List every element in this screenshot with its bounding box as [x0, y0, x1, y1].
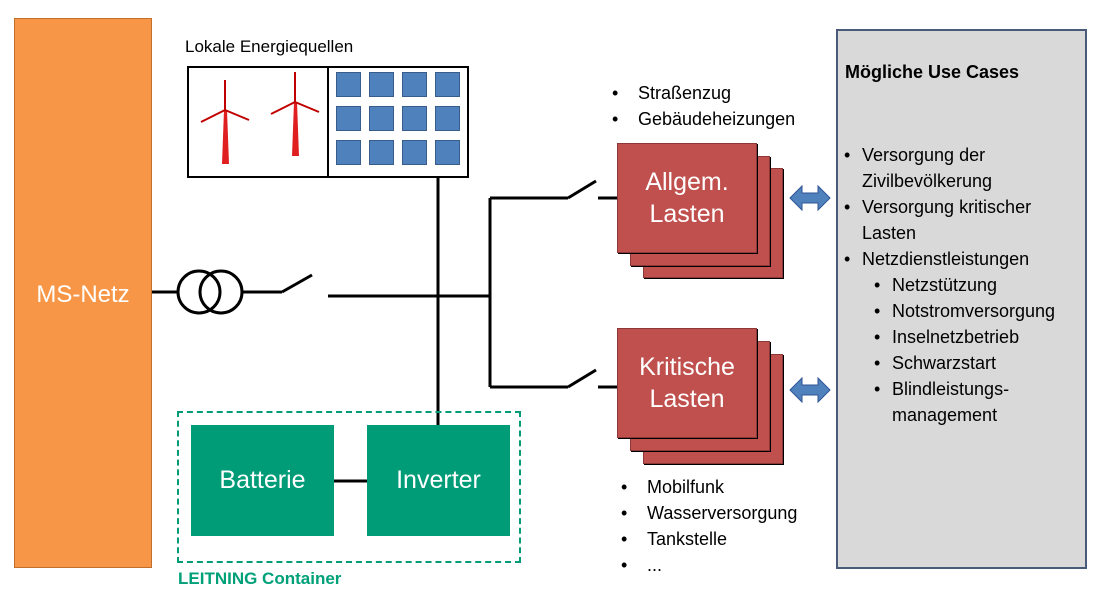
critical-loads-label-line1: Kritische	[639, 353, 735, 381]
list-item: Straßenzug	[606, 80, 795, 106]
solar-cell	[369, 106, 394, 131]
container-label: LEITNING Container	[178, 569, 342, 588]
use-case-line: Lasten	[862, 223, 917, 243]
solar-cell	[435, 106, 460, 131]
use-case-line: Zivilbevölkerung	[862, 171, 993, 191]
solar-cell	[435, 140, 460, 165]
transformer-coil-left	[176, 269, 222, 315]
use-case-subitem: Notstromversorgung	[844, 298, 1084, 324]
use-case-subitem: Blindleistungs- management	[844, 376, 1084, 428]
use-case-line: Netzdienstleistungen	[862, 249, 1030, 269]
general-loads-examples: Straßenzug Gebäudeheizungen	[606, 80, 795, 132]
use-case-line: Versorgung kritischer	[862, 197, 1032, 217]
list-item: Wasserversorgung	[615, 500, 797, 526]
solar-cell	[435, 72, 460, 97]
list-item: Gebäudeheizungen	[606, 106, 795, 132]
list-item: Mobilfunk	[615, 474, 797, 500]
solar-panel-grid	[336, 72, 460, 165]
use-case-line: Versorgung der	[862, 145, 986, 165]
solar-cell	[336, 72, 361, 97]
use-case-line: management	[892, 405, 998, 425]
wind-turbine-icon	[200, 80, 250, 164]
ms-netz-block: MS-Netz	[14, 18, 152, 568]
solar-cell	[402, 106, 427, 131]
critical-loads-examples: Mobilfunk Wasserversorgung Tankstelle ..…	[615, 474, 797, 578]
switch-general-loads	[567, 179, 597, 200]
inverter-label: Inverter	[396, 466, 481, 494]
list-item: ...	[615, 552, 797, 578]
general-loads-label-line2: Lasten	[649, 200, 725, 228]
battery-block: Batterie	[191, 425, 334, 536]
list-item: Tankstelle	[615, 526, 797, 552]
use-case-subitem: Netzstützung	[844, 272, 1084, 298]
ms-netz-label: MS-Netz	[36, 281, 130, 308]
use-case-item: Versorgung kritischer Lasten	[844, 194, 1084, 246]
sources-label: Lokale Energiequellen	[185, 37, 354, 56]
sources-divider	[327, 66, 329, 178]
use-case-subitem: Schwarzstart	[844, 350, 1084, 376]
solar-cell	[369, 72, 394, 97]
double-arrow-icon	[789, 184, 831, 212]
critical-loads-block: Kritische Lasten	[617, 328, 757, 438]
solar-cell	[336, 140, 361, 165]
solar-cell	[336, 106, 361, 131]
switch-main	[281, 273, 313, 294]
use-cases-list: Versorgung der Zivilbevölkerung Versorgu…	[844, 142, 1084, 428]
double-arrow-icon	[789, 376, 831, 404]
solar-cell	[369, 140, 394, 165]
general-loads-label-line1: Allgem.	[645, 168, 729, 196]
inverter-block: Inverter	[367, 425, 510, 536]
leitning-container	[177, 411, 521, 563]
use-case-subitem: Inselnetzbetrieb	[844, 324, 1084, 350]
critical-loads-label-line2: Lasten	[649, 385, 725, 413]
use-cases-title: Mögliche Use Cases	[845, 62, 1020, 82]
general-loads-block: Allgem. Lasten	[617, 143, 757, 253]
solar-cell	[402, 140, 427, 165]
wind-turbine-icon	[270, 72, 320, 156]
use-case-item: Versorgung der Zivilbevölkerung	[844, 142, 1084, 194]
use-case-item: Netzdienstleistungen	[844, 246, 1084, 272]
switch-critical-loads	[567, 368, 597, 389]
solar-cell	[402, 72, 427, 97]
battery-label: Batterie	[219, 466, 306, 494]
use-case-line: Blindleistungs-	[892, 379, 1010, 399]
wind-turbines	[200, 72, 320, 164]
